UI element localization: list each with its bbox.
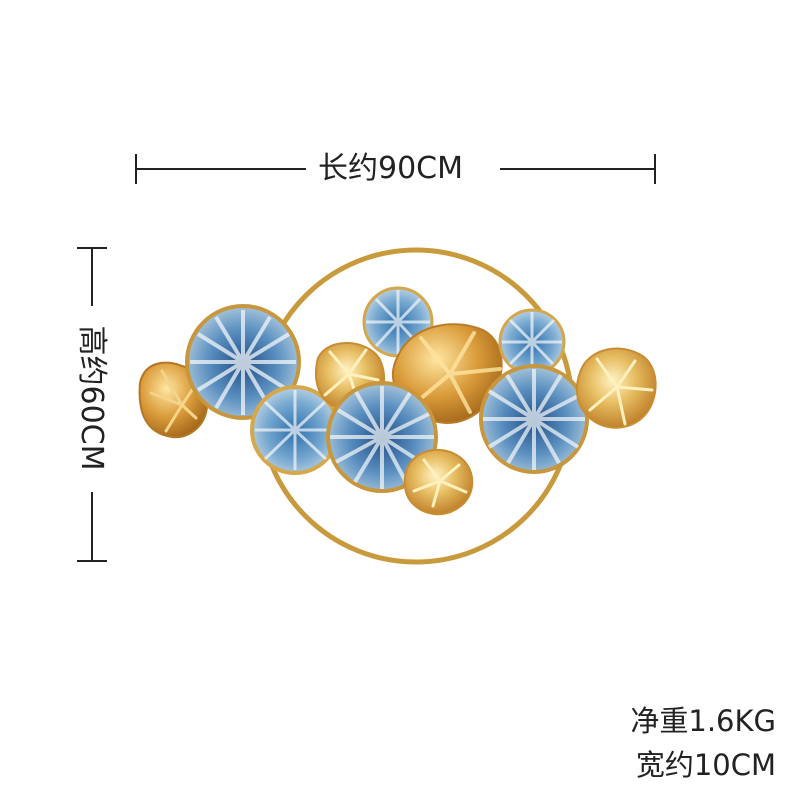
depth-spec: 宽约10CM — [635, 748, 776, 782]
gold-leaf-right — [575, 347, 657, 429]
blue-leaf-right-large — [479, 364, 589, 474]
blue-leaf-large-left — [185, 304, 301, 420]
gold-leaf-bottom-center — [403, 448, 474, 516]
height-dimension-label: 高约60CM — [74, 325, 109, 471]
blue-leaf-small-center-left — [250, 385, 340, 475]
net-weight-spec: 净重1.6KG — [630, 704, 776, 738]
height-dimension-marker — [77, 247, 107, 562]
length-dimension-marker — [135, 154, 656, 184]
length-dimension-label: 长约90CM — [318, 151, 464, 186]
